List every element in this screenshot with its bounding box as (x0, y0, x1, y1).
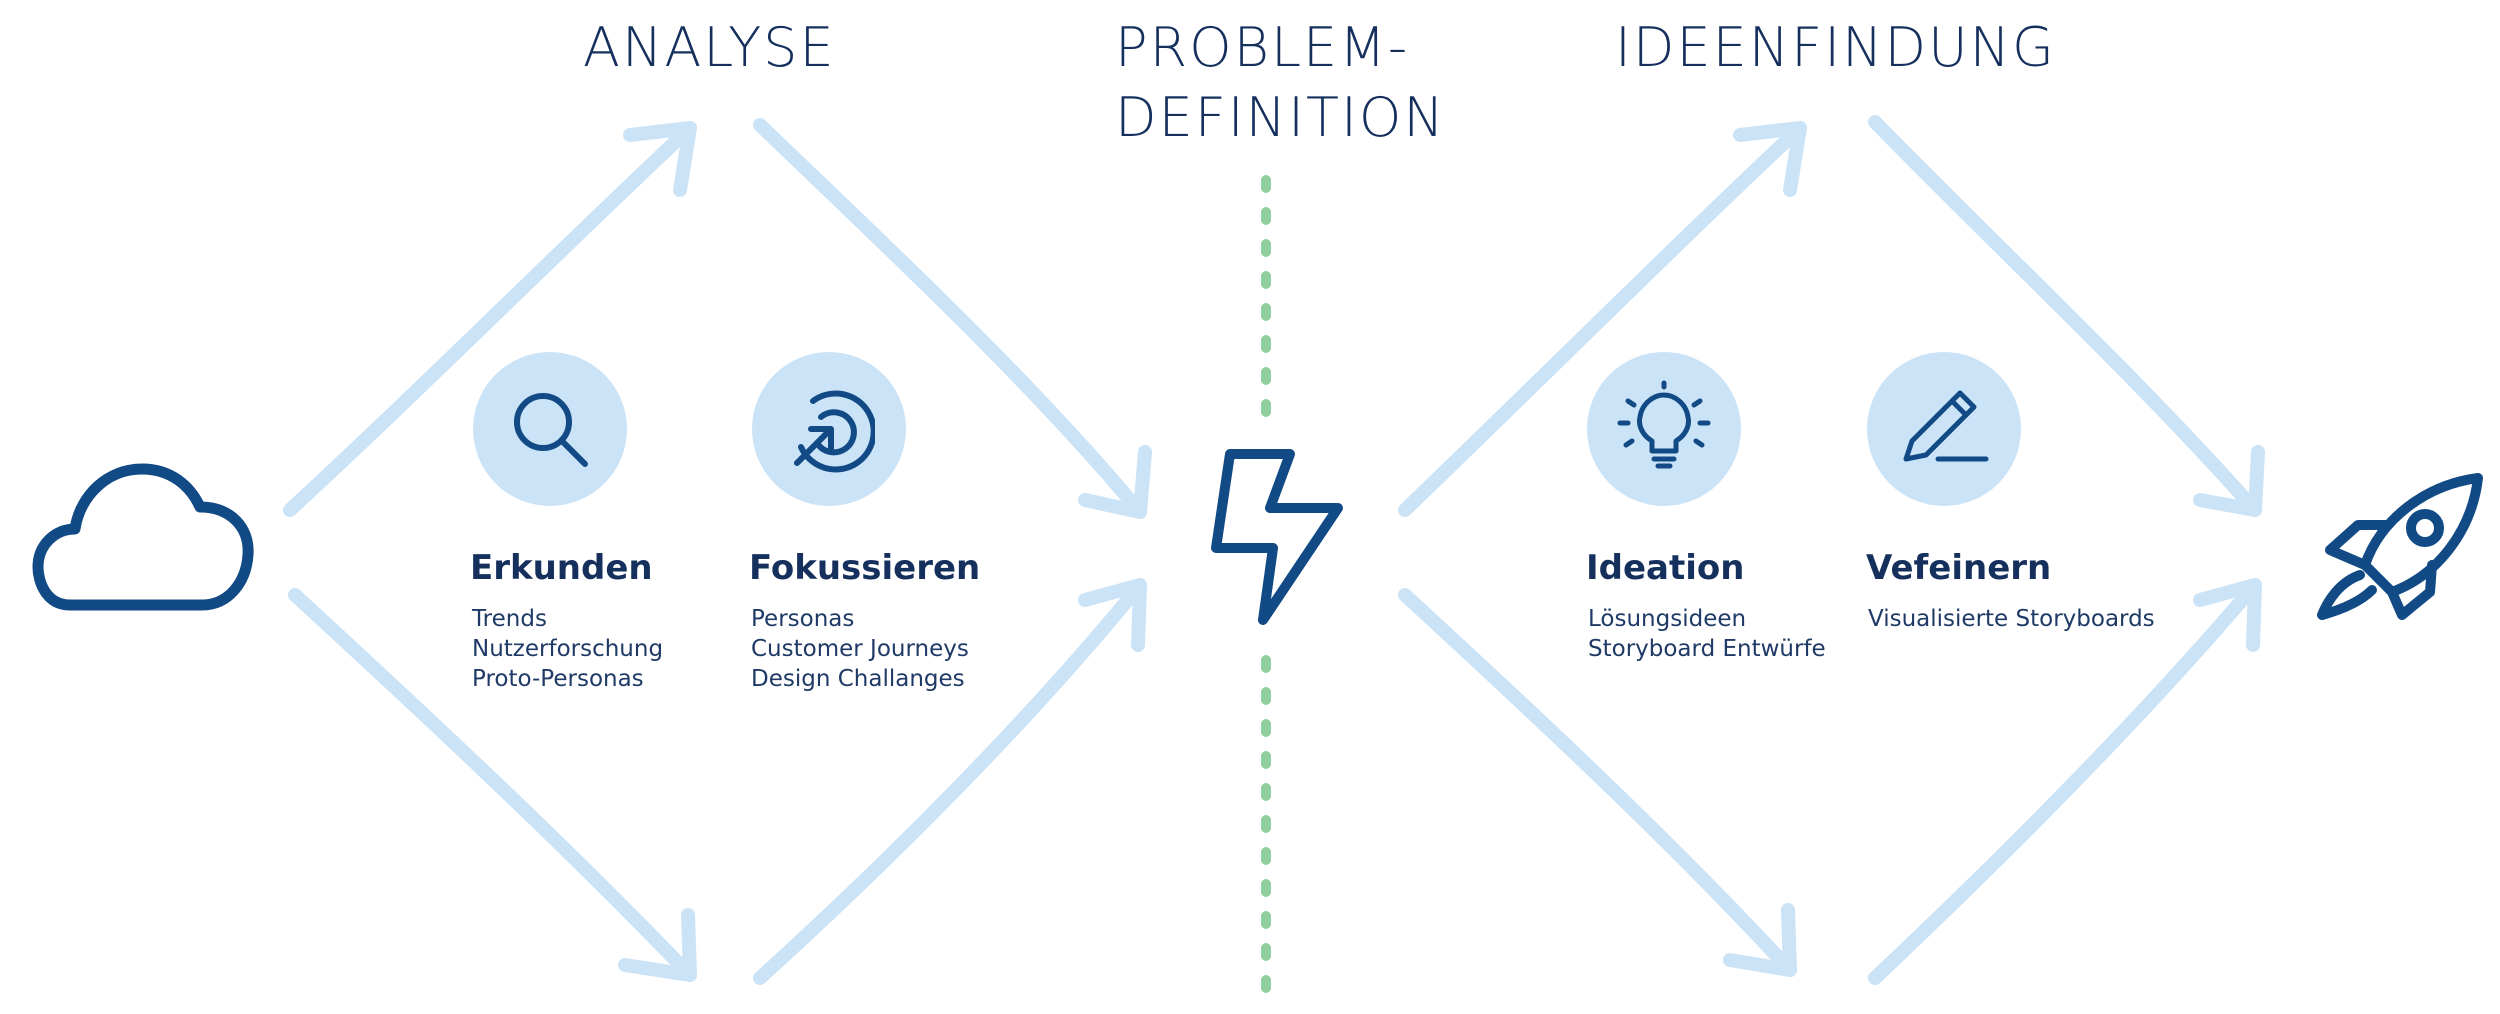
step-items-vefeinern: Visualisierte Storyboards (1868, 604, 2155, 634)
phase-problem-heading-line1: PROBLEM- (1115, 16, 1410, 79)
step-items-erkunden: Trends Nutzerforschung Proto-Personas (472, 604, 663, 694)
arrowhead-2 (618, 908, 697, 982)
step-items-fokussieren: Personas Customer Journeys Design Challa… (751, 604, 969, 694)
arrow-converge-down-1 (753, 118, 1147, 519)
lightbulb-icon (1617, 380, 1711, 469)
magnifier-icon (514, 393, 588, 467)
arrowhead-3 (1078, 445, 1152, 519)
arrow-diverge-down-2 (1398, 588, 1797, 977)
arrow-diverge-down-1 (288, 588, 697, 982)
step-icon-circle (752, 352, 906, 506)
pencil-icon (1903, 390, 1989, 462)
step-vefeinern (1867, 352, 2021, 506)
list-item: Lösungsideen (1588, 606, 1747, 632)
step-title-ideation: Ideation (1586, 548, 1745, 588)
rocket-icon (2317, 473, 2483, 620)
step-ideation (1587, 352, 1741, 506)
arrowhead-6 (1723, 903, 1797, 977)
arrow-diverge-up-2 (1398, 121, 1807, 517)
step-icon-circle (473, 352, 627, 506)
arrow-converge-down-2 (1868, 115, 2262, 517)
arrow-diverge-up-1 (283, 121, 697, 517)
arrow-converge-up-1 (753, 578, 1147, 985)
lightning-icon (1211, 449, 1343, 625)
list-item: Personas (751, 606, 855, 632)
step-title-erkunden: Erkunden (470, 548, 653, 588)
phase-analyse-heading: ANALYSE (583, 16, 836, 79)
list-item: Proto-Personas (472, 666, 644, 692)
phase-ideation-heading: IDEENFINDUNG (1615, 16, 2056, 79)
step-fokussieren (752, 352, 906, 506)
list-item: Visualisierte Storyboards (1868, 606, 2155, 632)
list-item: Nutzerforschung (472, 636, 664, 662)
arrowhead-8 (2193, 578, 2262, 652)
cloud-icon (32, 463, 254, 611)
arrowhead-1 (623, 121, 697, 197)
phase-problem-heading-line2: DEFINITION (1115, 86, 1446, 149)
step-title-fokussieren: Fokussieren (749, 548, 981, 588)
arrowhead-5 (1733, 121, 1807, 197)
arrow-converge-up-2 (1868, 578, 2262, 985)
list-item: Storyboard Entwürfe (1588, 636, 1826, 662)
step-icon-circle (1587, 352, 1741, 506)
step-title-vefeinern: Vefeinern (1866, 548, 2052, 588)
arrowhead-4 (1078, 578, 1147, 652)
arrowhead-7 (2193, 445, 2265, 517)
step-items-ideation: Lösungsideen Storyboard Entwürfe (1588, 604, 1826, 664)
target-cursor-icon (794, 390, 875, 473)
step-icon-circle (1867, 352, 2021, 506)
list-item: Design Challanges (751, 666, 965, 692)
list-item: Trends (472, 606, 547, 632)
list-item: Customer Journeys (751, 636, 969, 662)
step-erkunden (473, 352, 627, 506)
